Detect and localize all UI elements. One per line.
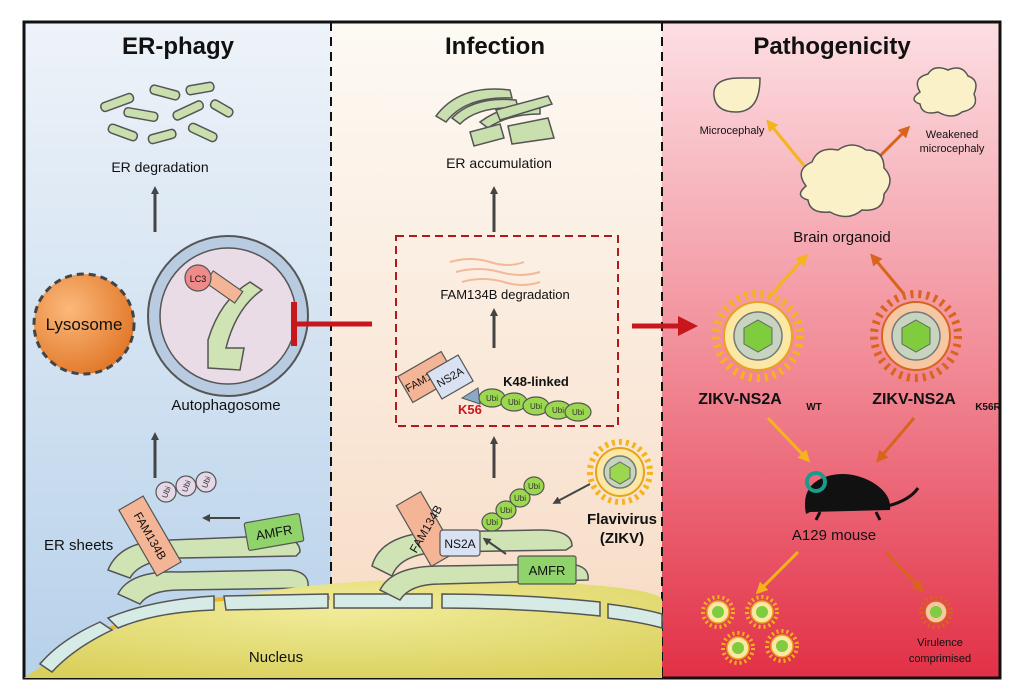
- ubi-label: Ubi: [528, 482, 540, 491]
- infection-title: Infection: [445, 33, 545, 60]
- lysosome-label: Lysosome: [46, 315, 123, 334]
- brain-organoid-icon: [799, 144, 891, 218]
- er-accumulation-icon: [434, 88, 555, 147]
- ns2a-box-er: [439, 529, 481, 557]
- nuclear-envelope-icon: [38, 593, 663, 673]
- fam134b-box: [118, 495, 182, 577]
- zikv-label: (ZIKV): [600, 530, 644, 547]
- weakened-label: Weakened: [926, 129, 978, 141]
- ubi-label: Ubi: [572, 408, 584, 417]
- er-fragments-icon: [100, 81, 234, 145]
- ubi-label: Ubi: [486, 394, 498, 403]
- k56-label: K56: [458, 402, 482, 417]
- zikv-k56r-label: ZIKV-NS2A: [872, 391, 956, 408]
- weakened-microcephaly-label: microcephaly: [920, 143, 985, 155]
- arrow-amfr-to-ns2a: [482, 537, 507, 555]
- arrow-virus-to-ubi: [552, 483, 591, 504]
- virulence-label: Virulence: [917, 637, 963, 649]
- flavivirus-label: Flavivirus: [587, 511, 657, 528]
- ubi-label: Ubi: [200, 475, 213, 490]
- ubi-label: Ubi: [160, 485, 173, 500]
- ubi-label: Ubi: [500, 506, 512, 515]
- zikv-k56r-subscript: K56R: [975, 402, 1001, 413]
- zikv-k56r-virus-icon: [870, 290, 962, 382]
- er-fragment-in-autophagosome: [207, 281, 264, 371]
- ubi-label: Ubi: [530, 402, 542, 411]
- arrow-wt-to-mouse: [766, 416, 811, 463]
- amfr-label: AMFR: [255, 522, 294, 543]
- pathogenicity-title: Pathogenicity: [753, 33, 911, 60]
- autophagosome-label: Autophagosome: [171, 397, 280, 414]
- ubi-label: Ubi: [180, 479, 193, 494]
- arrow-k56r-to-organoid: [870, 253, 906, 295]
- zikv-wt-label: ZIKV-NS2A: [698, 391, 782, 408]
- er-degradation-label: ER degradation: [111, 159, 208, 175]
- er-sheets-label: ER sheets: [44, 537, 113, 554]
- lc3-icon: [184, 264, 212, 292]
- ubiquitin-chain-er-icon: Ubi Ubi Ubi Ubi: [481, 476, 545, 532]
- amfr-box-infection: [517, 555, 577, 585]
- ubi-label: Ubi: [552, 406, 564, 415]
- microcephaly-label: Microcephaly: [700, 125, 765, 137]
- arrow-mouse-to-k56r-outcome: [884, 550, 925, 593]
- brain-organoid-label: Brain organoid: [793, 229, 891, 246]
- arrow-k56r-to-mouse: [876, 417, 916, 463]
- arrow-wt-to-organoid: [768, 253, 809, 298]
- lc3-label: LC3: [190, 274, 207, 284]
- a129-mouse-label: A129 mouse: [792, 527, 876, 544]
- ubiquitin-chain-infection-icon: Ubi Ubi Ubi Ubi Ubi: [478, 388, 592, 422]
- flavivirus-icon: [587, 439, 653, 505]
- arrow-to-microcephaly: [766, 119, 808, 169]
- fam134b-degradation-label: FAM134B degradation: [440, 287, 569, 302]
- arrow-mouse-to-wt-outcome: [755, 550, 800, 595]
- ubiquitin-chain-icon: Ubi Ubi Ubi: [155, 471, 217, 503]
- zikv-wt-subscript: WT: [806, 402, 822, 413]
- ubi-label: Ubi: [486, 518, 498, 527]
- fam134b-fragments-icon: [449, 258, 541, 286]
- virulence-comprimised-label: comprimised: [909, 653, 971, 665]
- weakened-organoid-icon: [913, 67, 977, 117]
- virus-replication-icon: [701, 595, 799, 665]
- er-accumulation-label: ER accumulation: [446, 155, 552, 171]
- microcephaly-organoid-icon: [713, 77, 761, 113]
- ns2a-mechanism-box: [395, 235, 619, 427]
- er-phagy-title: ER-phagy: [122, 33, 235, 60]
- mouse-icon: [804, 471, 920, 521]
- ubi-label: Ubi: [514, 494, 526, 503]
- zikv-wt-virus-icon: [712, 290, 804, 382]
- ns2a-label-er: NS2A: [444, 537, 475, 551]
- panel-pathogenicity: [662, 22, 1000, 678]
- lysosome-icon: [32, 272, 136, 376]
- amfr-box: [243, 513, 305, 551]
- k48-linked-label: K48-linked: [503, 374, 569, 389]
- amfr-label-infection: AMFR: [529, 563, 566, 578]
- ns2a-box: [426, 354, 474, 400]
- nucleus-label: Nucleus: [249, 649, 303, 666]
- ubi-label: Ubi: [508, 398, 520, 407]
- virus-single-icon: [919, 595, 953, 629]
